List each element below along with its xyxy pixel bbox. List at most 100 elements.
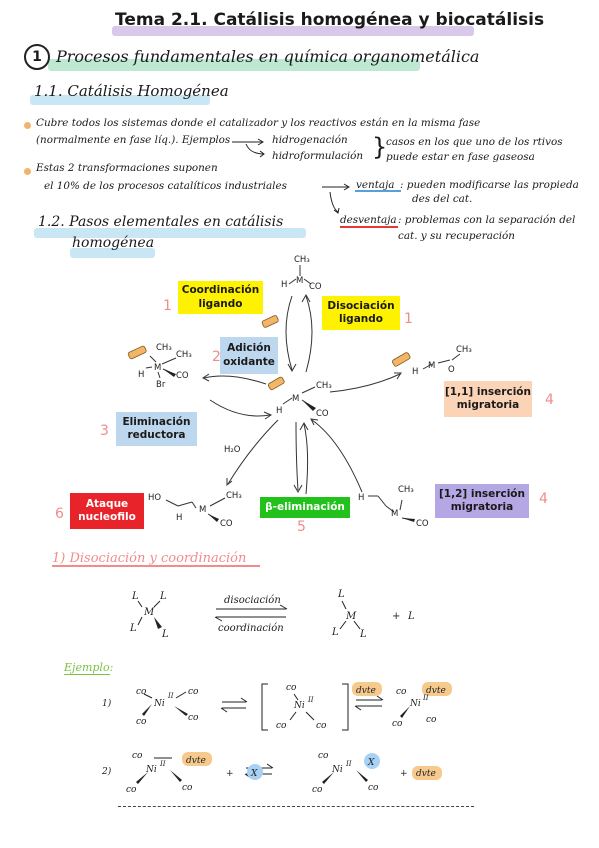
section-highlight: [48, 59, 420, 71]
chem-label: H: [358, 493, 364, 503]
chem-label: H: [138, 370, 144, 380]
box-insercion-11: [1,1] inserción migratoria: [444, 381, 532, 417]
chem-label: M: [391, 509, 398, 519]
ni-label: Ni: [153, 699, 165, 709]
water-label: H₂O: [224, 445, 241, 455]
title-highlight: [112, 26, 474, 36]
desventaja-text-a: : problemas con la separación del: [398, 214, 576, 226]
co-label: co: [312, 785, 323, 795]
ventaja-arrows: [322, 183, 350, 214]
chem-label: CH₃: [316, 381, 332, 391]
ligand-label: L: [407, 611, 415, 622]
ox-state: II: [345, 760, 352, 768]
ligand-label: L: [337, 589, 345, 600]
ventaja-text-a: : pueden modificarse las propieda: [400, 179, 579, 191]
co-label: co: [182, 783, 193, 793]
part1-underline: [52, 565, 260, 567]
co-label: co: [136, 717, 147, 727]
bullet2-line1: Estas 2 transformaciones suponen: [36, 162, 218, 174]
chem-label: H: [176, 513, 182, 523]
chem-label: O: [448, 365, 455, 375]
dvte-label: dvte: [356, 686, 376, 696]
bullet-icon: [24, 122, 31, 129]
dvte-label: dvte: [426, 686, 446, 696]
chem-label: M: [154, 363, 161, 373]
co-label: co: [132, 751, 143, 761]
chem-label: CH₃: [226, 491, 242, 501]
subsection-highlight: [70, 248, 155, 258]
bullet1-line2: (normalmente en fase líq.). Ejemplos: [36, 134, 231, 146]
part1-title: 1) Disociación y coordinación: [52, 551, 247, 566]
chem-label: HO: [148, 493, 161, 503]
section-title: Procesos fundamentales en química organo…: [56, 47, 480, 66]
step-number: 4: [545, 392, 554, 408]
box-insercion-12: [1,2] inserción migratoria: [435, 484, 529, 518]
chem-label: CH₃: [176, 350, 192, 360]
chem-label: CO: [309, 282, 322, 292]
ventaja-label: ventaja: [356, 179, 395, 191]
co-label: co: [188, 687, 199, 697]
chem-label: M: [296, 276, 303, 286]
subsection-highlight: [30, 95, 210, 105]
ligand-label: L: [129, 623, 137, 634]
co-label: co: [188, 713, 199, 723]
bullet2-line2: el 10% de los procesos catalíticos indus…: [44, 180, 287, 192]
ligand-label: L: [159, 591, 167, 602]
x-label: X: [250, 769, 258, 779]
page-title: Tema 2.1. Catálisis homogénea y biocatál…: [115, 10, 545, 30]
ejemplo-label: Ejemplo:: [64, 661, 114, 674]
x-label: X: [367, 758, 375, 768]
example-hidrogenacion: hidrogenación: [272, 134, 348, 146]
subsection-title-1-1: 1.1. Catálisis Homogénea: [34, 82, 229, 100]
chem-label: M: [428, 361, 435, 371]
bullet1-note2: puede estar en fase gaseosa: [386, 151, 535, 163]
desventaja-text-b: cat. y su recuperación: [398, 230, 515, 242]
section-number: 1: [24, 44, 50, 70]
co-label: co: [136, 687, 147, 697]
box-beta: β-eliminación: [260, 497, 350, 518]
step-number: 6: [55, 506, 64, 522]
example-arrows: [232, 138, 265, 158]
reaction-number: 2): [101, 766, 112, 777]
subsection-title-1-2-line2: homogénea: [72, 235, 155, 251]
subsection-title-1-2-line1: 1.2. Pasos elementales en catálisis: [38, 214, 284, 230]
metal-label: M: [143, 607, 155, 618]
box-adicion: Adición oxidante: [220, 337, 278, 374]
box-eliminacion: Eliminación reductora: [116, 412, 197, 446]
chem-label: CO: [220, 519, 233, 529]
ox-state: II: [422, 694, 429, 702]
box-disociacion: Disociación ligando: [322, 296, 400, 330]
example-hidroformulacion: hidroformulación: [272, 150, 364, 162]
step-number: 5: [297, 519, 306, 535]
dissociation-equation: L M L L L L M L L + L disociación coordi…: [129, 589, 415, 640]
bullet1-line1: Cubre todos los sistemas donde el catali…: [36, 117, 481, 129]
chem-label: CO: [176, 371, 189, 381]
step-number: 4: [539, 491, 548, 507]
dvte-label: dvte: [186, 756, 206, 766]
ox-state: II: [307, 696, 314, 704]
chem-label: H: [276, 406, 282, 416]
ni-label: Ni: [331, 765, 343, 775]
co-label: co: [392, 719, 403, 729]
co-label: co: [426, 715, 437, 725]
catalytic-cycle-diagram: CH₃ H M CO CH₃ CH₃ H M CO Br H M CH₃ CO …: [127, 255, 472, 529]
box-ataque: Ataque nucleofilo: [70, 493, 144, 529]
ligand-label: L: [131, 591, 139, 602]
step-number: 2: [212, 349, 221, 365]
step-number: 1: [404, 311, 413, 327]
chem-label: CO: [316, 409, 329, 419]
chem-label: H: [281, 280, 287, 290]
chem-label: M: [292, 394, 299, 404]
co-label: co: [318, 751, 329, 761]
ni-label: Ni: [145, 765, 157, 775]
bullet1-note1: casos en los que uno de los rtivos: [386, 136, 563, 148]
dvte-label: dvte: [416, 769, 436, 779]
ligand-label: L: [359, 629, 367, 640]
co-label: co: [396, 687, 407, 697]
bullet-icon: [24, 168, 31, 175]
co-label: co: [286, 683, 297, 693]
section-divider: [118, 806, 474, 807]
co-label: co: [126, 785, 137, 795]
ni-label: Ni: [409, 699, 421, 709]
step-number: 3: [100, 423, 109, 439]
